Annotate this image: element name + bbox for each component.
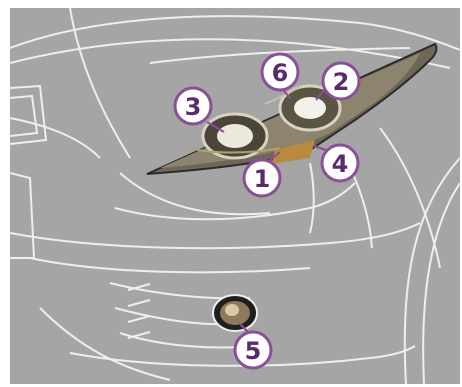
callout-6: 6 bbox=[262, 54, 298, 90]
callout-5-number: 5 bbox=[245, 337, 262, 365]
callout-4-number: 4 bbox=[332, 150, 349, 178]
car-front-illustration: 6 2 3 4 1 bbox=[10, 8, 460, 384]
callout-2: 2 bbox=[323, 63, 359, 99]
callout-2-number: 2 bbox=[333, 68, 350, 96]
callout-4: 4 bbox=[322, 145, 358, 181]
callout-1-number: 1 bbox=[254, 165, 271, 193]
callout-5: 5 bbox=[235, 332, 271, 368]
callout-6-number: 6 bbox=[272, 59, 289, 87]
callout-1: 1 bbox=[244, 160, 280, 196]
callout-3: 3 bbox=[175, 88, 211, 124]
fog-lamp bbox=[213, 295, 257, 331]
callout-3-number: 3 bbox=[185, 93, 202, 121]
car-front-svg: 6 2 3 4 1 bbox=[10, 8, 460, 384]
